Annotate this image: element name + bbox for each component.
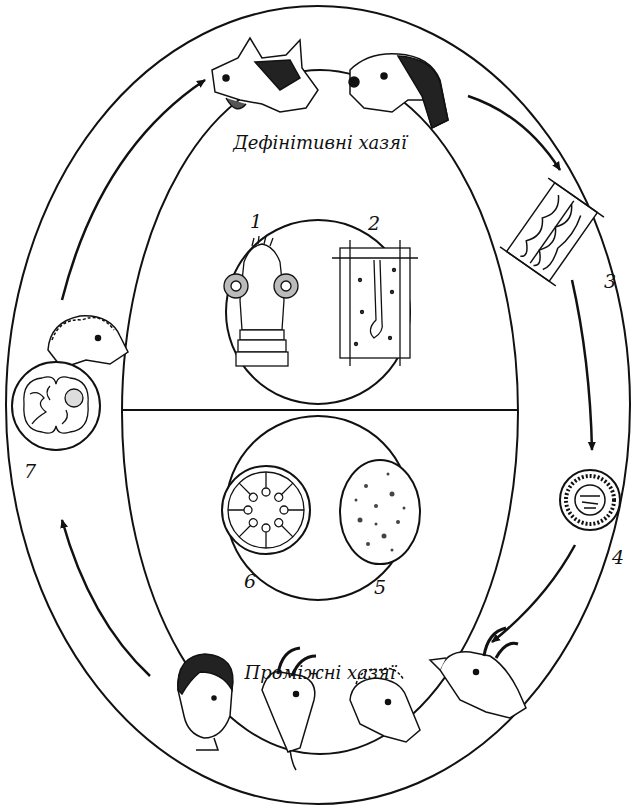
cyst (340, 460, 420, 564)
coenurus (222, 466, 310, 554)
callout-number: 2 (368, 214, 380, 233)
cow-head (430, 628, 526, 718)
callout-number: 3 (604, 272, 616, 291)
egg (560, 470, 620, 530)
brain-with-cyst (24, 377, 88, 433)
section-title: Дефінітивні хазяї (122, 132, 518, 153)
sheep-head (48, 316, 128, 368)
brain-circle (12, 362, 100, 450)
inner-oval (122, 70, 518, 754)
wolf-head (212, 38, 318, 112)
outer-ring (6, 6, 630, 804)
section-title: Проміжні хазяї (122, 662, 518, 683)
callout-number: 1 (250, 212, 262, 231)
proglottid (500, 178, 604, 286)
intestine-wall (332, 240, 418, 366)
callout-number: 4 (612, 548, 624, 567)
host-section: Проміжні хазяї (122, 410, 518, 755)
divider-line (122, 409, 518, 411)
host-section: Дефінітивні хазяї (122, 70, 518, 410)
callout-number: 5 (374, 578, 386, 597)
cycle-arrows (62, 80, 592, 676)
callout-number: 6 (244, 572, 256, 591)
human-head (178, 654, 233, 750)
scolex (224, 236, 298, 366)
dog-head (349, 54, 448, 128)
callout-number: 7 (24, 462, 36, 481)
adult-circle (226, 220, 410, 404)
